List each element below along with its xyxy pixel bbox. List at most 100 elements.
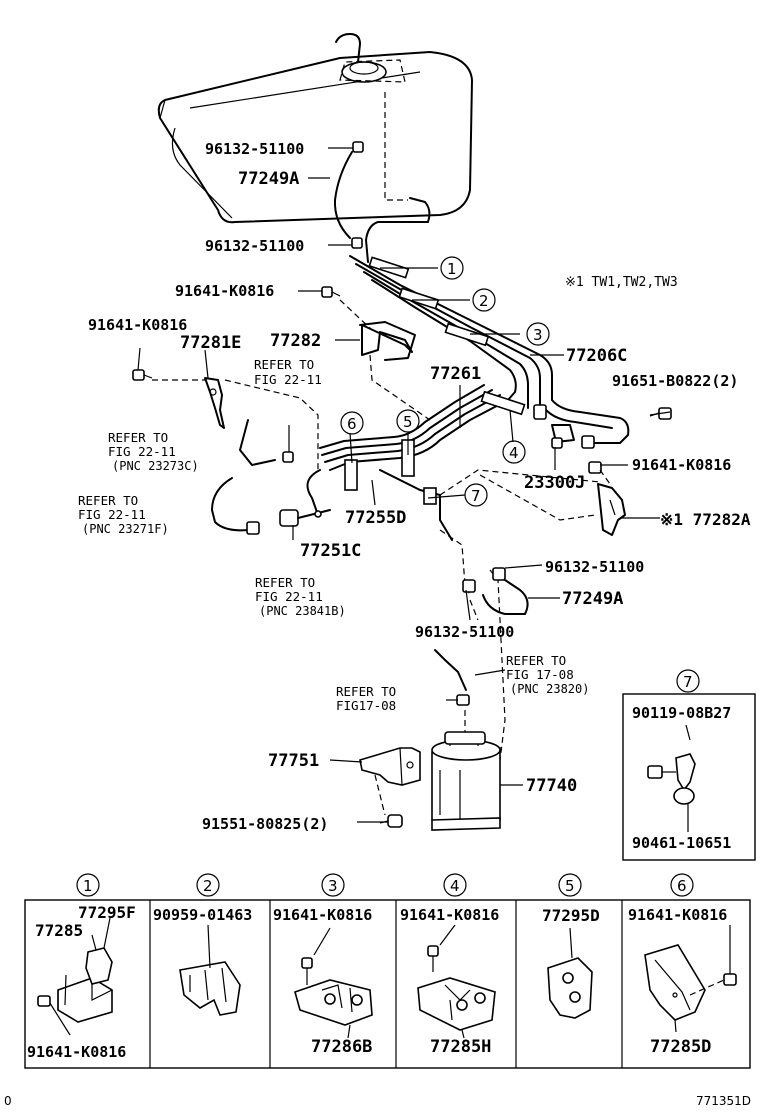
inset-7-top-label: 90119-08B27 (632, 704, 731, 722)
right-pipe-77206c (533, 399, 630, 449)
box-1-number: 1 (83, 877, 93, 895)
box-5-number: 5 (565, 877, 575, 895)
vent-dash (384, 92, 408, 201)
canister-77740 (431, 731, 501, 831)
svg-text:FIG 22-11: FIG 22-11 (78, 507, 146, 522)
fuel-tank (157, 33, 473, 224)
bundle-clamps (344, 256, 526, 505)
svg-text:REFER TO: REFER TO (506, 653, 566, 668)
callout-6: 6 (347, 415, 357, 433)
vent-pipe (365, 197, 431, 263)
svg-text:(PNC 23820): (PNC 23820) (510, 682, 589, 696)
ref-note-6: REFER TO FIG17-08 (336, 684, 396, 713)
label-91641-b: 91641-K0816 (88, 316, 187, 334)
label-96132-b: 96132-51100 (205, 237, 304, 255)
label-77249a-top: 77249A (238, 169, 299, 189)
box-3-number: 3 (328, 877, 338, 895)
callout-3: 3 (533, 326, 543, 344)
svg-text:REFER TO: REFER TO (336, 684, 396, 699)
left-hoses (211, 419, 331, 535)
label-77261: 77261 (430, 364, 481, 384)
callout-2: 2 (479, 292, 489, 310)
footer-left: 0 (4, 1094, 12, 1108)
ref-note-5: REFER TO FIG 17-08 (PNC 23820) (506, 653, 589, 696)
svg-text:REFER TO: REFER TO (108, 430, 168, 445)
label-96132-c: 96132-51100 (545, 558, 644, 576)
bracket-77282 (359, 321, 416, 361)
pipe-bundle (306, 255, 553, 541)
svg-text:REFER TO: REFER TO (255, 575, 315, 590)
svg-text:FIG 22-11: FIG 22-11 (255, 589, 323, 604)
label-96132-a: 96132-51100 (205, 140, 304, 158)
ref-note-2: REFER TO FIG 22-11 (PNC 23273C) (108, 430, 199, 473)
bracket-77282a (597, 483, 626, 536)
label-91651: 91651-B0822(2) (612, 372, 738, 390)
label-77206c: 77206C (566, 346, 627, 366)
svg-text:REFER TO: REFER TO (78, 493, 138, 508)
svg-text:FIG17-08: FIG17-08 (336, 698, 396, 713)
label-91641-a: 91641-K0816 (175, 282, 274, 300)
box-6 (644, 873, 737, 1033)
box-4-label-91641: 91641-K0816 (400, 906, 499, 924)
box-6-label-77285d: 77285D (650, 1037, 711, 1057)
box-6-number: 6 (677, 877, 687, 895)
box-2-number: 2 (203, 877, 213, 895)
label-note-tw: ※1 TW1,TW2,TW3 (565, 275, 678, 290)
label-91551: 91551-80825(2) (202, 815, 328, 833)
ref-note-1: REFER TO FIG 22-11 (254, 357, 322, 387)
canister-hose (434, 649, 470, 706)
box-4-number: 4 (450, 877, 460, 895)
bracket-77751 (359, 747, 421, 786)
label-23300j: 23300J (524, 473, 585, 493)
ref-note-3: REFER TO FIG 22-11 (PNC 23271F) (78, 493, 169, 536)
box-1-label-77285: 77285 (35, 921, 83, 940)
ref-note-4: REFER TO FIG 22-11 (PNC 23841B) (255, 575, 346, 618)
bracket-77281e (204, 377, 225, 429)
footer-right: 771351D (696, 1094, 751, 1108)
bottom-box-frame (24, 899, 751, 1069)
svg-text:REFER TO: REFER TO (254, 357, 314, 372)
callout-4: 4 (509, 444, 519, 462)
box-2 (179, 873, 241, 1016)
bolt-91641-right (588, 461, 602, 474)
inset-7-number: 7 (683, 673, 693, 691)
box-3-label-77286b: 77286B (311, 1037, 372, 1057)
svg-text:FIG 17-08: FIG 17-08 (506, 667, 574, 682)
label-96132-d: 96132-51100 (415, 623, 514, 641)
box-1 (37, 873, 113, 1036)
svg-text:(PNC 23841B): (PNC 23841B) (259, 604, 346, 618)
dash-lines (152, 299, 611, 816)
bolt-91641-left (132, 369, 153, 381)
box-4-label-77285h: 77285H (430, 1037, 491, 1057)
label-77282: 77282 (270, 331, 321, 351)
box-4 (417, 873, 496, 1039)
box-2-label-90959: 90959-01463 (153, 906, 252, 924)
label-77255d: 77255D (345, 508, 406, 528)
bolt-91641-top (321, 286, 341, 298)
callout-5: 5 (403, 413, 413, 431)
box-3-label-91641: 91641-K0816 (273, 906, 372, 924)
tank-hose-top (333, 141, 364, 249)
box-1-label-91641: 91641-K0816 (27, 1043, 126, 1061)
inset-7 (622, 669, 756, 861)
main-callouts (340, 256, 550, 507)
label-77282a: ※1 77282A (660, 510, 751, 529)
svg-text:FIG 22-11: FIG 22-11 (108, 444, 176, 459)
leader-lines (137, 147, 671, 823)
box-5-label-77295d: 77295D (542, 906, 600, 925)
inset-7-bottom-label: 90461-10651 (632, 834, 731, 852)
label-77249a-bot: 77249A (562, 589, 623, 609)
label-77281e: 77281E (180, 333, 241, 353)
box-5 (547, 873, 593, 1019)
box-1-label-77295f: 77295F (78, 903, 136, 922)
bolt-91551 (379, 814, 403, 828)
svg-text:(PNC 23271F): (PNC 23271F) (82, 522, 169, 536)
label-91641-c: 91641-K0816 (632, 456, 731, 474)
callout-7: 7 (471, 487, 481, 505)
box-6-label-91641: 91641-K0816 (628, 906, 727, 924)
svg-text:(PNC 23273C): (PNC 23273C) (112, 459, 199, 473)
box-3 (294, 873, 373, 1039)
lower-hose-77249a (462, 567, 529, 615)
svg-text:FIG 22-11: FIG 22-11 (254, 372, 322, 387)
